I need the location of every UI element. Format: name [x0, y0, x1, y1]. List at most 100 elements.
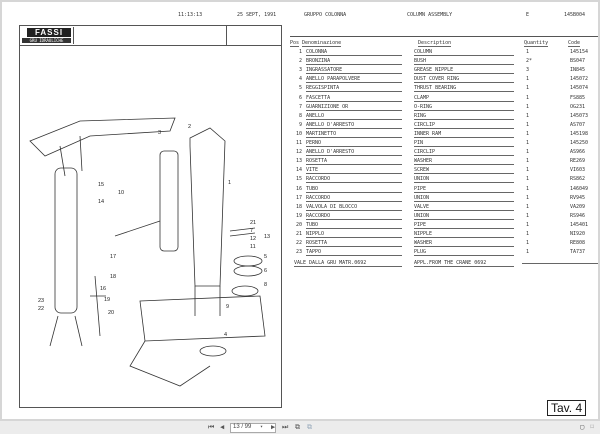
cell-quantity: 3 — [526, 67, 530, 74]
last-page-icon[interactable]: ⏭ — [282, 423, 289, 431]
cell-pos: 3 — [298, 67, 302, 74]
callout-21: 21 — [250, 220, 256, 226]
col-pos: Pos — [290, 40, 300, 47]
logo-subtitle: GRU IDRAULICHE — [22, 38, 71, 43]
bookmark-icon[interactable]: ⌑ — [590, 423, 595, 431]
copy-icon[interactable]: ⧉ — [295, 423, 300, 431]
cell-quantity: 1 — [526, 94, 530, 101]
cell-description: PIPE — [414, 186, 514, 193]
cell-quantity: 1 — [526, 112, 530, 119]
cell-quantity: 1 — [526, 203, 530, 210]
viewer-toolbar: ⏮ ◀ 13 / 99 ▾ ▶ ⏭ ⧉ ⧉ ▢ ⌑ — [0, 421, 600, 434]
cell-description: UNION — [414, 195, 514, 202]
cell-code: 145401 — [570, 221, 589, 228]
cell-description: CIRCLIP — [414, 149, 514, 157]
cell-code: NI920 — [570, 231, 586, 237]
cell-code: OG231 — [570, 103, 586, 110]
cell-pos: 14 — [295, 167, 302, 174]
cell-description: CIRCLIP — [414, 122, 514, 129]
single-page-view-icon[interactable]: ▢ — [580, 423, 585, 431]
cell-quantity: 1 — [526, 49, 530, 55]
cell-denominazione: ROSETTA — [306, 158, 402, 166]
cell-quantity: 1 — [526, 194, 530, 201]
cell-denominazione: RACCORDO — [306, 195, 402, 202]
cell-description: CLAMP — [414, 95, 514, 102]
cell-pos: 8 — [298, 112, 302, 119]
footer-english: APPL.FROM THE CRANE 0692 — [414, 260, 514, 267]
cell-code: TA737 — [570, 249, 586, 256]
callout-22: 22 — [38, 306, 44, 312]
title-block: FASSI GRU IDRAULICHE — [20, 26, 281, 46]
cell-denominazione: ROSETTA — [306, 240, 402, 248]
drawing-frame: FASSI GRU IDRAULICHE — [19, 25, 282, 408]
table-footer: VALE DALLA GRU MATR.0692 APPL.FROM THE C… — [290, 260, 598, 269]
title-divider — [226, 26, 227, 45]
callout-7: 7 — [250, 228, 253, 234]
cell-code: AS966 — [570, 149, 586, 156]
cell-denominazione: ANELLO D'ARRESTO — [306, 149, 402, 157]
callout-11: 11 — [250, 244, 256, 250]
plate-number: Tav. 4 — [547, 400, 587, 416]
cell-quantity: 1 — [526, 221, 530, 228]
group-letter: E — [526, 12, 530, 18]
cell-code: BS047 — [570, 58, 586, 65]
cell-quantity: 2* — [526, 58, 533, 65]
print-time: 11:13:13 — [178, 12, 203, 18]
cell-denominazione: NIPPLO — [306, 231, 402, 238]
cell-quantity: 1 — [526, 76, 530, 83]
cell-quantity: 1 — [526, 103, 530, 110]
cell-description: COLUMN — [414, 49, 514, 56]
callout-3: 3 — [158, 130, 161, 136]
callout-5: 5 — [264, 254, 267, 260]
group-english: COLUMN ASSEMBLY — [407, 12, 453, 18]
callout-12: 12 — [250, 236, 256, 242]
cell-quantity: 1 — [526, 249, 530, 256]
cell-pos: 18 — [295, 203, 302, 210]
cell-description: THRUST BEARING — [414, 85, 514, 93]
cell-code: VA209 — [570, 203, 586, 210]
cell-quantity: 1 — [526, 149, 530, 156]
cell-denominazione: FASCETTA — [306, 95, 402, 102]
cell-code: 145154 — [570, 49, 589, 55]
prev-page-icon[interactable]: ◀ — [220, 423, 225, 431]
cell-pos: 21 — [295, 231, 302, 237]
cell-denominazione: MARTINETTO — [306, 131, 402, 138]
cell-code: 145198 — [570, 130, 589, 137]
page-number-input[interactable]: 13 / 99 — [230, 423, 276, 433]
cell-code: AS707 — [570, 121, 586, 128]
cell-code: 145073 — [570, 112, 589, 119]
cell-description: UNION — [414, 213, 514, 220]
col-code: Code — [568, 40, 581, 47]
next-page-icon[interactable]: ▶ — [271, 423, 276, 431]
first-page-icon[interactable]: ⏮ — [208, 423, 215, 431]
page-dropdown-icon[interactable]: ▾ — [260, 424, 264, 430]
cell-description: PIPE — [414, 222, 514, 229]
callout-13: 13 — [264, 234, 270, 240]
callout-20: 20 — [108, 310, 114, 316]
group-code: 145B004 — [564, 12, 586, 18]
cell-code: 145072 — [570, 76, 589, 83]
callout-17: 17 — [110, 254, 116, 260]
callout-23: 23 — [38, 298, 44, 304]
table-header: Pos Denominazione Description Quantity C… — [290, 40, 598, 49]
paste-icon[interactable]: ⧉ — [307, 423, 312, 431]
cell-code: IN845 — [570, 67, 586, 74]
cell-pos: 23 — [295, 249, 302, 256]
callout-16: 16 — [100, 286, 106, 292]
cell-denominazione: TAPPO — [306, 249, 402, 257]
callout-9: 9 — [226, 304, 229, 310]
cell-pos: 4 — [298, 76, 302, 83]
cell-pos: 10 — [295, 130, 302, 137]
footer-rule — [522, 263, 598, 264]
